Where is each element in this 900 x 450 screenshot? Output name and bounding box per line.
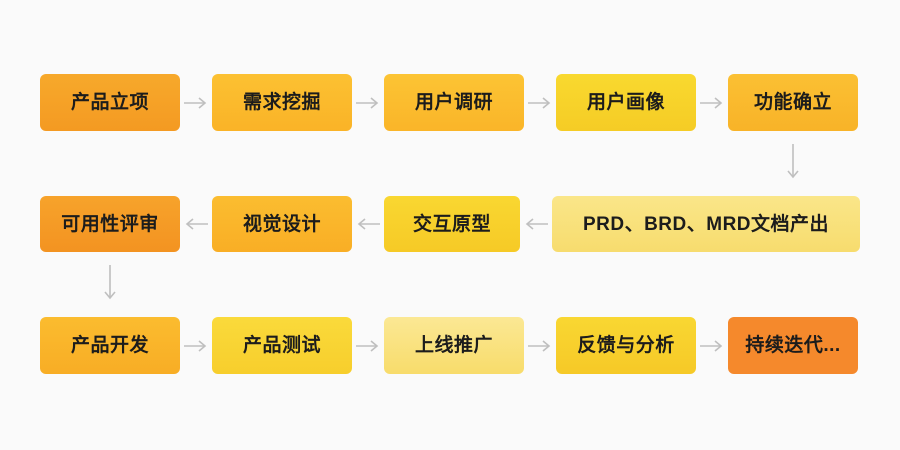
arrow-down-r2-to-r3 xyxy=(92,263,128,305)
flow-node-label: 交互原型 xyxy=(412,213,491,235)
flow-node-label: 视觉设计 xyxy=(242,213,321,235)
arrow-right-r1-4 xyxy=(698,93,726,113)
flow-node-label: 上线推广 xyxy=(414,335,493,356)
arrow-right-r3-2 xyxy=(354,336,382,356)
flow-node-user-research[interactable]: 用户调研 xyxy=(384,74,524,131)
flow-node-label: 反馈与分析 xyxy=(577,335,675,356)
flow-node-feedback-analysis[interactable]: 反馈与分析 xyxy=(556,317,696,374)
flow-node-label: 可用性评审 xyxy=(61,213,159,235)
flow-node-feature-definition[interactable]: 功能确立 xyxy=(728,74,858,131)
flow-node-product-testing[interactable]: 产品测试 xyxy=(212,317,352,374)
flow-node-product-kickoff[interactable]: 产品立项 xyxy=(40,74,180,131)
flow-node-label: 持续迭代... xyxy=(745,335,841,356)
arrow-right-r3-4 xyxy=(698,336,726,356)
flow-node-label: 产品立项 xyxy=(70,92,149,113)
arrow-left-r2-1 xyxy=(182,214,210,234)
flow-node-label: 需求挖掘 xyxy=(242,92,321,113)
arrow-down-r1-to-r2 xyxy=(775,142,811,184)
flow-node-label: 用户画像 xyxy=(586,92,665,113)
flow-node-label: 功能确立 xyxy=(753,92,832,113)
flow-node-prd-brd-mrd-docs[interactable]: PRD、BRD、MRD文档产出 xyxy=(552,196,860,252)
arrow-right-r3-3 xyxy=(526,336,554,356)
flow-node-continuous-iteration[interactable]: 持续迭代... xyxy=(728,317,858,374)
flow-node-label: 用户调研 xyxy=(414,92,493,113)
arrow-right-r1-1 xyxy=(182,93,210,113)
flow-node-requirement-mining[interactable]: 需求挖掘 xyxy=(212,74,352,131)
arrow-right-r1-3 xyxy=(526,93,554,113)
arrow-right-r1-2 xyxy=(354,93,382,113)
flow-node-product-development[interactable]: 产品开发 xyxy=(40,317,180,374)
arrow-left-r2-3 xyxy=(522,214,550,234)
flow-node-label: PRD、BRD、MRD文档产出 xyxy=(582,213,830,235)
flow-node-user-persona[interactable]: 用户画像 xyxy=(556,74,696,131)
flow-node-visual-design[interactable]: 视觉设计 xyxy=(212,196,352,252)
arrow-right-r3-1 xyxy=(182,336,210,356)
flow-node-label: 产品测试 xyxy=(242,335,321,356)
flow-node-interaction-prototype[interactable]: 交互原型 xyxy=(384,196,520,252)
flow-node-launch-promotion[interactable]: 上线推广 xyxy=(384,317,524,374)
flow-node-usability-review[interactable]: 可用性评审 xyxy=(40,196,180,252)
arrow-left-r2-2 xyxy=(354,214,382,234)
flow-node-label: 产品开发 xyxy=(70,335,149,356)
